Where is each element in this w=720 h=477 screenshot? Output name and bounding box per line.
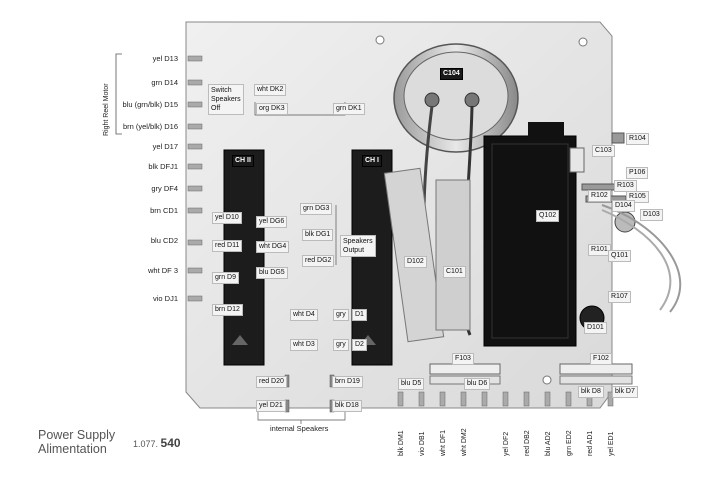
internal-speakers-label: internal Speakers — [270, 424, 329, 433]
tag-gry2: gry — [333, 339, 349, 351]
left-label: yel D17 — [152, 142, 178, 151]
motor-bracket — [115, 53, 122, 135]
left-label: wht DF 3 — [147, 266, 178, 275]
bottom-label: yel DF2 — [503, 431, 510, 456]
heatsink-q102 — [483, 135, 577, 347]
tag-d2: D2 — [352, 339, 367, 351]
label-d102: D102 — [404, 256, 427, 268]
left-label: grn D14 — [151, 78, 178, 87]
mount-hole — [578, 37, 588, 47]
internal-bracket — [257, 412, 346, 421]
bottom-pin-strip — [397, 391, 614, 407]
label-d104: D104 — [612, 200, 635, 212]
label-c103: C103 — [592, 145, 615, 157]
diode-d102 — [383, 167, 445, 343]
tag-d6: blu D6 — [464, 378, 491, 390]
tag-d18: blk D18 — [332, 400, 362, 412]
fuse-f103 — [429, 363, 501, 375]
label-f102: F102 — [590, 353, 612, 365]
tag-dk1: grn DK1 — [333, 103, 365, 115]
label-f103: F103 — [452, 353, 474, 365]
label-r104: R104 — [626, 133, 649, 145]
right-reel-motor-label: Right Reel Motor — [103, 83, 110, 136]
bottom-label: wht DM2 — [461, 428, 468, 456]
tag-dg5: blu DG5 — [256, 267, 288, 279]
left-label: blu (grn/blk) D15 — [122, 100, 178, 109]
bottom-label: blk DM1 — [398, 430, 405, 456]
tag-d20: red D20 — [256, 376, 287, 388]
tag-dk3: org DK3 — [256, 103, 288, 115]
tag-dg1: blk DG1 — [302, 229, 334, 241]
tag-gry1: gry — [333, 309, 349, 321]
bottom-label: yel ED1 — [608, 431, 615, 456]
tag-dk2: wht DK2 — [254, 84, 287, 96]
label-r103: R103 — [614, 180, 637, 192]
tag-d4: wht D4 — [290, 309, 318, 321]
tag-dg2: red DG2 — [302, 255, 335, 267]
tag-d5: blu D5 — [398, 378, 425, 390]
left-label: brn CD1 — [150, 206, 178, 215]
tag-dg3: grn DG3 — [300, 203, 333, 215]
bottom-label: vio DB1 — [419, 431, 426, 456]
label-d101: D101 — [584, 322, 607, 334]
tag-d8: blk D8 — [578, 386, 604, 398]
bottom-label: blu AD2 — [545, 431, 552, 456]
label-r101: R101 — [588, 244, 611, 256]
tag-dg6: yel DG6 — [256, 216, 288, 228]
tag-d11: red D11 — [212, 240, 243, 252]
capacitor-c101 — [435, 179, 471, 331]
connector-ch1 — [351, 149, 393, 366]
label-c104: C104 — [440, 68, 463, 80]
bottom-label: red DB2 — [524, 430, 531, 456]
left-label: gry DF4 — [151, 184, 178, 193]
label-p106: P106 — [626, 167, 649, 179]
label-c101: C101 — [443, 266, 466, 278]
tag-dg4: wht DG4 — [256, 241, 290, 253]
label-d103: D103 — [640, 209, 663, 221]
label-r107: R107 — [608, 291, 631, 303]
channel-ch2-label: CH II — [232, 155, 254, 167]
tag-d7: blk D7 — [612, 386, 638, 398]
connector-ch2 — [223, 149, 265, 366]
channel-ch1-label: CH I — [362, 155, 382, 167]
left-label: yel D13 — [152, 54, 178, 63]
mount-hole — [542, 375, 552, 385]
tag-d3: wht D3 — [290, 339, 318, 351]
bottom-label: grn ED2 — [566, 430, 573, 456]
label-r102: R102 — [588, 190, 611, 202]
part-number: 1.077. 540 — [133, 436, 181, 450]
tag-d12: brn D12 — [212, 304, 243, 316]
mount-hole — [375, 35, 385, 45]
label-q101: Q101 — [608, 250, 632, 262]
left-label: blk DFJ1 — [148, 162, 178, 171]
left-label: brn (yel/blk) D16 — [122, 122, 178, 131]
fuse-f102 — [559, 363, 633, 375]
tag-d19: brn D19 — [332, 376, 363, 388]
tag-d1: D1 — [352, 309, 367, 321]
left-pin-strip — [187, 55, 203, 302]
tag-d9: grn D9 — [212, 272, 240, 284]
tag-d10: yel D10 — [212, 212, 242, 224]
bottom-label: red AD1 — [587, 430, 594, 456]
bottom-label: wht DF1 — [440, 429, 447, 456]
label-q102: Q102 — [536, 210, 560, 222]
tag-d21: yel D21 — [256, 400, 286, 412]
left-label: blu CD2 — [150, 236, 178, 245]
left-label: vio DJ1 — [152, 294, 178, 303]
